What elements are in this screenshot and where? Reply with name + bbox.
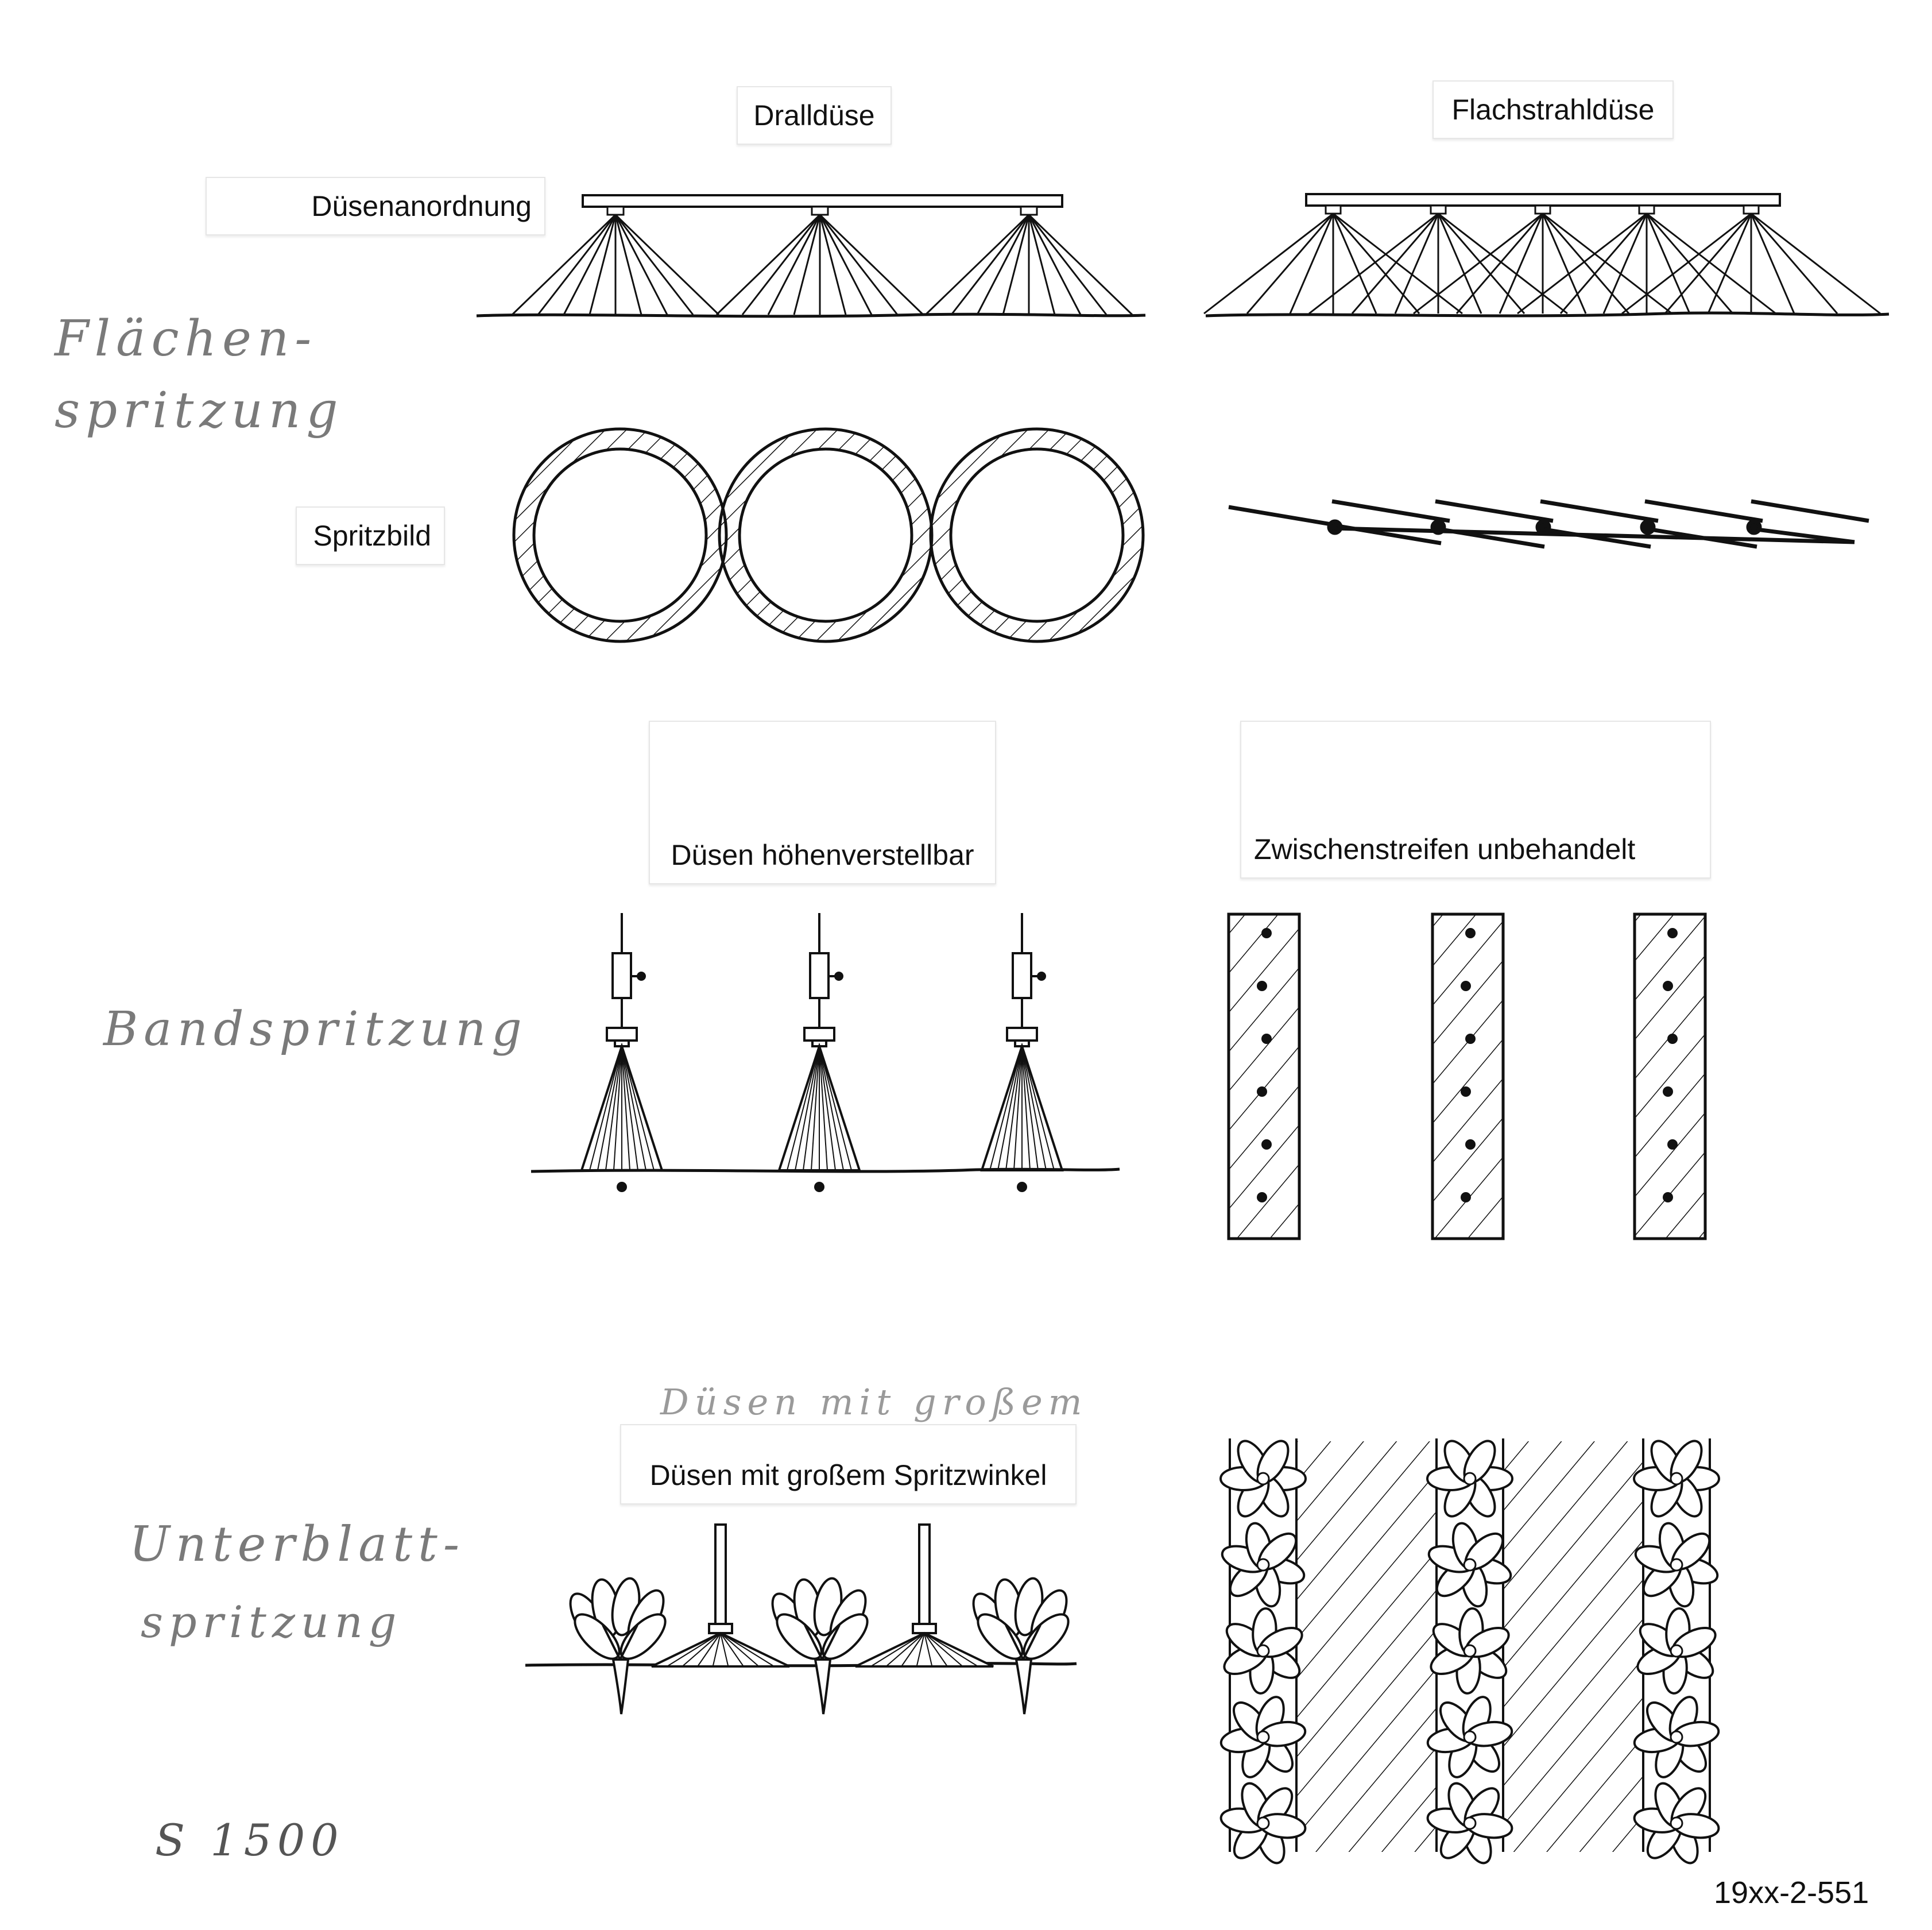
plant-top-view [1219,1696,1307,1778]
plant-top-view [1633,1440,1720,1518]
plant-side-2 [771,1577,869,1715]
wide-angle-nozzle-2 [855,1523,994,1668]
flat-fan-cone-5 [1621,204,1881,315]
flat-fan-cone-3 [1413,204,1672,315]
plant-row-2 [1426,1438,1513,1865]
underleaf-ground-line [525,1662,1077,1668]
adjustable-nozzle-2 [777,913,861,1192]
plant-top-view [1430,1607,1510,1695]
plant-top-view [1427,1522,1512,1608]
figure-code: 19xx-2-551 [1714,1875,1869,1910]
wide-angle-nozzle-1 [651,1523,790,1668]
label-height-adjustable: Düsen höhenverstellbar [649,721,996,884]
note-band-spraying: Bandspritzung [103,1002,528,1057]
band-ground-line [531,1167,1120,1173]
flat-fan-nozzle-spray-cones [1203,204,1881,315]
plant-side-1 [569,1577,667,1715]
band-strip-3 [1633,912,1707,1240]
note-underleaf-2: spritzung [141,1596,402,1647]
swirl-cone-2 [715,206,924,316]
flat-fan-spray-pattern-lines [1228,499,1869,549]
adjustable-nozzle-3 [980,913,1064,1192]
label-wide-spray-angle: Düsen mit großem Spritzwinkel [620,1424,1077,1504]
plant-top-view [1426,1782,1513,1865]
note-underleaf-1: Unterblatt- [129,1516,466,1572]
spray-ring-3 [931,429,1143,641]
plant-top-view [1426,1696,1513,1778]
band-strip-2 [1431,912,1505,1240]
flat-fan-pattern-2 [1430,499,1554,535]
plant-top-view [1636,1607,1717,1695]
band-strip-1 [1227,912,1301,1240]
field-top-view [1219,1438,1720,1865]
swirl-cone-3 [924,206,1133,316]
plants-side-view [569,1577,1070,1715]
swirl-spray-pattern-rings [512,427,1145,643]
spray-ring-1 [514,429,726,641]
plant-top-view [1633,1782,1720,1865]
wide-angle-nozzles [651,1523,994,1668]
flat-fan-pattern-4 [1640,499,1763,535]
label-flat-fan-nozzle: Flachstrahldüse [1432,80,1674,139]
label-nozzle-arrangement: Düsenanordnung [206,177,545,235]
label-swirl-nozzle: Dralldüse [737,86,892,145]
plant-row-3 [1633,1438,1720,1865]
plant-side-3 [972,1577,1070,1715]
note-number: S 1500 [155,1815,344,1866]
label-spray-pattern: Spritzbild [296,506,445,565]
flat-fan-cone-4 [1517,204,1776,315]
plant-row-1 [1219,1438,1307,1865]
note-area-spraying-2: spritzung [55,382,344,439]
flat-line-base [1334,526,1855,544]
flat-fan-cone-1 [1203,204,1463,315]
note-area-spraying-1: Flächen- [55,310,318,368]
swirl-nozzle-boom [476,194,1146,318]
plant-top-view [1634,1522,1719,1608]
plant-top-view [1426,1440,1513,1518]
plant-top-view [1223,1607,1303,1695]
height-adjustable-nozzles [580,913,1064,1192]
label-untreated-strips: Zwischenstreifen unbehandelt [1240,721,1711,879]
note-annotation: Düsen mit großem [660,1381,1088,1423]
treated-band-strips [1227,912,1707,1240]
flat-fan-pattern-3 [1535,499,1659,535]
adjustable-nozzle-1 [580,913,664,1192]
plant-top-view [1221,1522,1306,1608]
plant-top-view [1219,1440,1307,1518]
swirl-cone-1 [511,206,720,316]
flat-fan-cone-2 [1308,204,1568,315]
plant-top-view [1633,1696,1720,1778]
swirl-nozzle-spray-cones [511,206,1133,316]
flat-line-left [1228,505,1338,528]
flat-fan-pattern-5 [1746,499,1869,535]
spray-ring-2 [719,429,932,641]
plant-top-view [1219,1782,1307,1865]
